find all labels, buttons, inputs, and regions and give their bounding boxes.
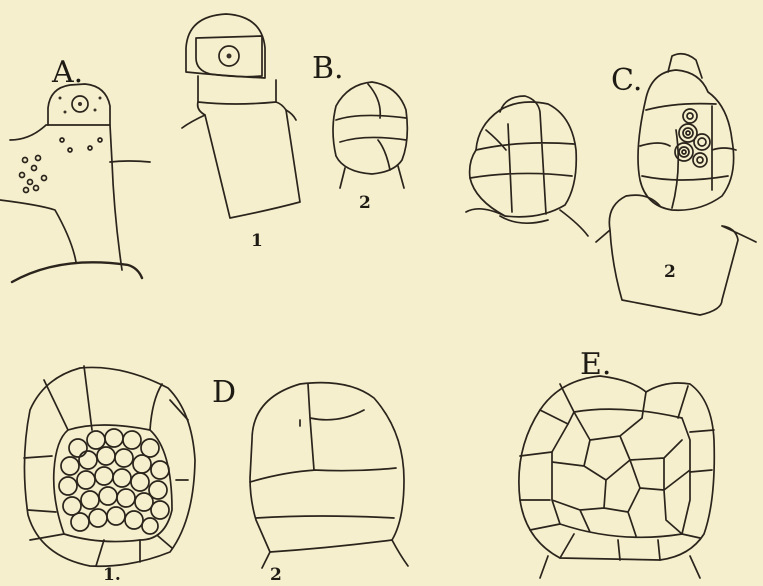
figure-d2: 2 <box>250 383 408 585</box>
figure-b1-nucleolus <box>227 54 232 59</box>
figure-b2: 2 <box>333 82 407 213</box>
figure-c1-outline <box>470 102 577 217</box>
label-b1: 1 <box>251 231 263 251</box>
figure-c1-cell-walls <box>470 96 574 214</box>
figure-b1-basal-cell <box>198 102 300 218</box>
label-c: C. <box>611 63 642 98</box>
figure-d2-outline <box>250 383 404 552</box>
figure-c1 <box>466 96 588 236</box>
figure-b2-cell-walls <box>336 84 406 170</box>
figure-d1: 1. <box>24 366 195 585</box>
figure-a-basal-cell <box>0 125 122 270</box>
figure-e <box>519 376 714 578</box>
figure-b1: 1 <box>182 14 300 251</box>
figure-a: A. <box>0 55 150 282</box>
label-d2: 2 <box>270 565 282 585</box>
figure-b1-side-walls <box>182 110 296 128</box>
figure-d1-outer-cells <box>24 366 188 566</box>
figure-b1-middle-cell <box>198 76 276 104</box>
figure-a-right-wall <box>110 161 150 162</box>
figure-d1-globules <box>59 429 169 534</box>
figure-c2-basal-cell <box>596 195 756 315</box>
figure-d2-cell-walls <box>250 384 396 552</box>
label-c2: 2 <box>664 262 676 282</box>
label-b2: 2 <box>359 193 371 213</box>
figure-c2-tip <box>668 54 702 78</box>
figure-b2-outline <box>333 82 407 174</box>
label-b: B. <box>312 51 344 86</box>
figure-c2-head <box>638 70 734 210</box>
label-d1: 1. <box>103 565 121 585</box>
figure-d2-base <box>262 540 408 568</box>
figure-a-bottom-wall <box>12 262 142 282</box>
figure-a-nucleolus <box>78 102 82 106</box>
figure-c2-spiral-bodies <box>675 109 710 167</box>
figure-a-granules <box>20 97 103 193</box>
figure-e-inner-cells <box>552 409 690 537</box>
figure-e-outer-cells <box>520 384 714 560</box>
figure-e-outline <box>519 376 714 560</box>
label-d: D <box>212 375 236 410</box>
